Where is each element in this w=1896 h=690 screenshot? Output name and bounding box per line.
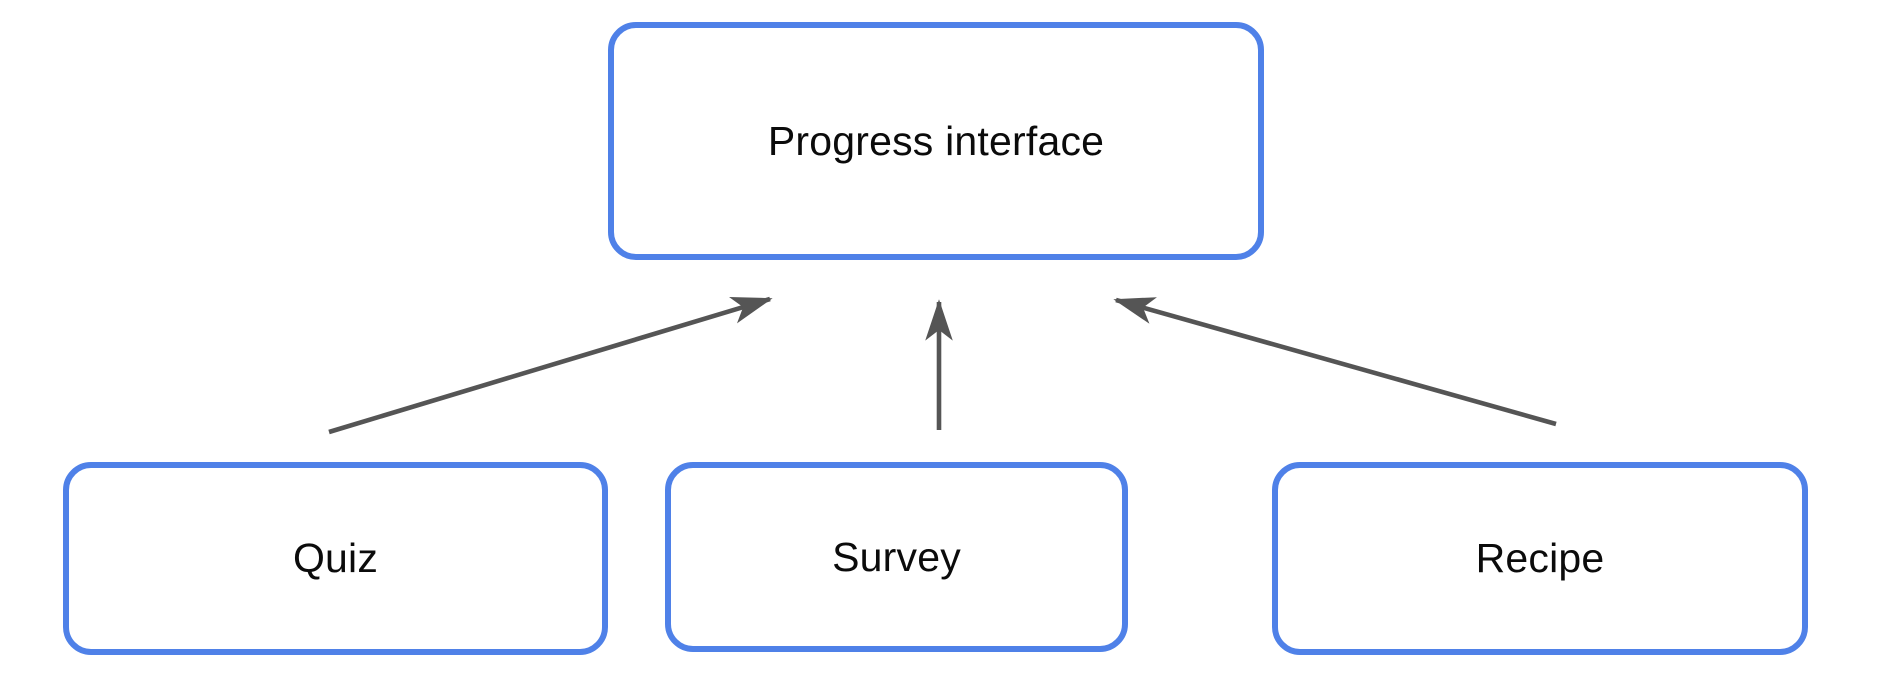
node-label-quiz: Quiz xyxy=(292,535,379,581)
node-survey[interactable]: Survey xyxy=(665,462,1128,652)
node-label-survey: Survey xyxy=(832,533,961,580)
node-progress-interface[interactable]: Progress interface xyxy=(608,22,1264,260)
node-recipe[interactable]: Recipe xyxy=(1272,462,1808,655)
node-quiz[interactable]: Quiz xyxy=(63,462,608,655)
edge-recipe-to-root xyxy=(1113,297,1557,427)
node-label-recipe: Recipe xyxy=(1475,535,1605,581)
edge-quiz-to-root xyxy=(328,296,773,435)
node-label-progress-interface: Progress interface xyxy=(767,117,1105,164)
